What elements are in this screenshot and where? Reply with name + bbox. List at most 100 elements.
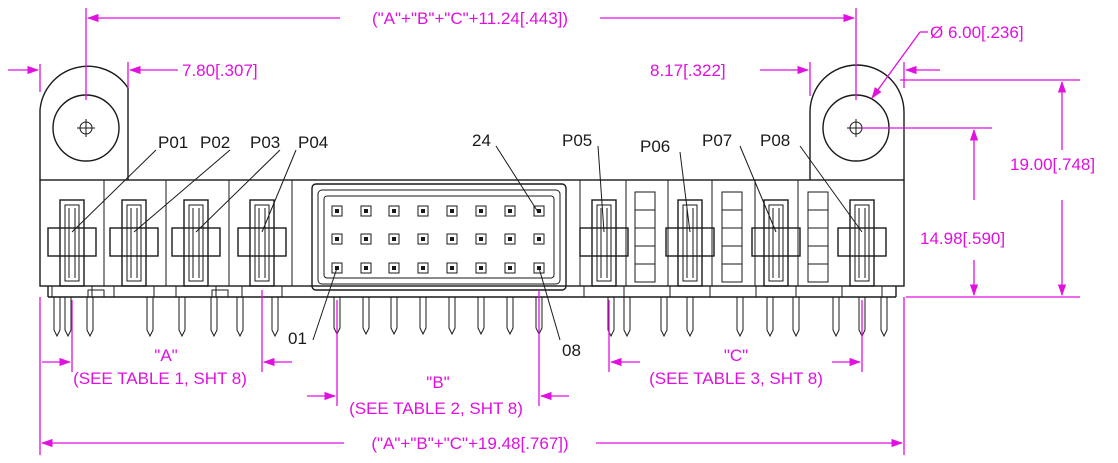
signal-contact-dot [421, 266, 425, 270]
power-contacts [47, 180, 887, 298]
callout-pin-08: 08 [562, 341, 581, 360]
callout-p08: P08 [760, 131, 790, 150]
signal-contact [475, 262, 487, 274]
power-module-flange [47, 227, 97, 257]
section-c-letter: "C" [724, 346, 748, 365]
signal-contact [446, 205, 458, 217]
signal-pin [362, 297, 370, 336]
left-offset-dimension: 7.80[.307] [182, 61, 258, 80]
power-pins [53, 297, 888, 338]
signal-contact [417, 233, 429, 245]
power-module-body [183, 199, 209, 287]
callout-leaders [71, 145, 863, 341]
section-c-note: (SEE TABLE 3, SHT 8) [649, 369, 823, 388]
power-module-flange [237, 227, 287, 257]
signal-contact-dot [335, 237, 339, 241]
signal-contact [360, 233, 372, 245]
signal-contact [446, 262, 458, 274]
section-b-letter: "B" [426, 373, 449, 392]
signal-contact-dot [364, 237, 368, 241]
signal-contact [388, 205, 400, 217]
power-pin [86, 297, 94, 338]
power-pin [271, 297, 279, 338]
power-pin [178, 297, 186, 338]
signal-contact [417, 205, 429, 217]
power-module-body [121, 199, 147, 287]
height-hole-dimension: 14.98[.590] [920, 229, 1005, 248]
top-overall-dimension: ("A"+"B"+"C"+11.24[.443]) [372, 9, 568, 28]
power-module-slot [64, 204, 80, 282]
signal-pin [448, 297, 456, 336]
signal-contact [417, 262, 429, 274]
callout-p07: P07 [702, 131, 732, 150]
hole-diameter-dimension: Ø 6.00[.236] [930, 23, 1024, 42]
signal-pin [477, 297, 485, 336]
power-module-slot [854, 204, 870, 282]
power-module-slot [188, 204, 204, 282]
signal-contact-dot [335, 209, 339, 213]
power-module-slot [254, 204, 270, 282]
callout-p04: P04 [298, 133, 328, 152]
signal-contact [504, 262, 516, 274]
callout-p03: P03 [250, 133, 280, 152]
power-pin [766, 297, 774, 338]
power-module-flange [109, 227, 159, 257]
power-module-flange [837, 227, 887, 257]
signal-contact-dot [537, 237, 541, 241]
power-pin [64, 297, 72, 338]
power-pin [660, 297, 668, 338]
signal-pin [419, 297, 427, 336]
callout-pin-01: 01 [288, 329, 307, 348]
section-a-letter: "A" [154, 346, 177, 365]
dimension-lines [8, 8, 1080, 455]
power-module-slot [126, 204, 142, 282]
signal-contact-dot [450, 266, 454, 270]
signal-contact [504, 205, 516, 217]
signal-contact-dot [392, 266, 396, 270]
power-module-body [677, 199, 703, 287]
signal-contact-grid [331, 205, 545, 274]
height-total-dimension: 19.00[.748] [1010, 155, 1095, 174]
power-module-slot [768, 204, 784, 282]
section-b-note: (SEE TABLE 2, SHT 8) [349, 399, 523, 418]
power-pin [146, 297, 154, 338]
power-module-flange [665, 227, 715, 257]
signal-contact [446, 233, 458, 245]
signal-contact-dot [450, 237, 454, 241]
separator-column [807, 191, 829, 283]
power-module-slot [682, 204, 698, 282]
signal-contact [475, 233, 487, 245]
callout-pin-24: 24 [472, 131, 491, 150]
power-pin [236, 297, 244, 338]
signal-contact [533, 233, 545, 245]
signal-contact [360, 205, 372, 217]
callout-p06: P06 [640, 137, 670, 156]
signal-contact [388, 262, 400, 274]
signal-pin [390, 297, 398, 336]
signal-contact-dot [508, 266, 512, 270]
power-pin [880, 297, 888, 338]
signal-contact-dot [479, 266, 483, 270]
power-pin [210, 297, 218, 338]
power-module-body [849, 199, 875, 287]
signal-contact [388, 233, 400, 245]
signal-contact [331, 233, 343, 245]
signal-contact-dot [450, 209, 454, 213]
signal-contact-dot [364, 209, 368, 213]
separator-column [721, 191, 743, 283]
signal-contact [331, 205, 343, 217]
signal-contact-dot [479, 209, 483, 213]
signal-contact-dot [421, 237, 425, 241]
signal-contact [533, 205, 545, 217]
signal-contact-dot [364, 266, 368, 270]
callout-p05: P05 [562, 131, 592, 150]
separators [579, 180, 829, 286]
power-pin [686, 297, 694, 338]
signal-contact-dot [421, 209, 425, 213]
signal-contact-dot [537, 209, 541, 213]
signal-contact [475, 205, 487, 217]
power-pin [607, 297, 615, 338]
signal-contact-dot [392, 237, 396, 241]
power-module-slot [596, 204, 612, 282]
